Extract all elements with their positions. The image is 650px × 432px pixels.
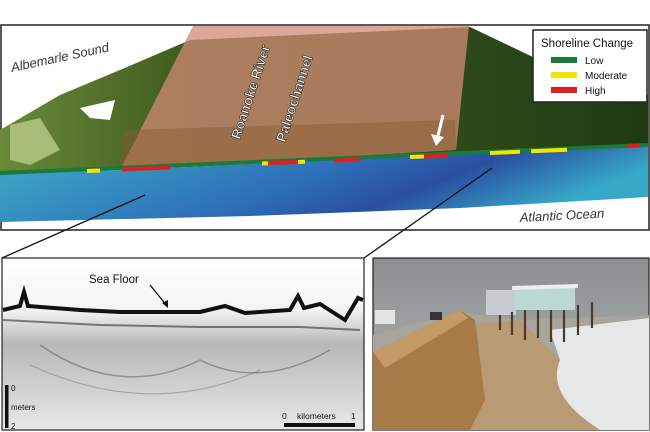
seismic-profile-panel: Sea Floor 0 meters 2 0 kilometers 1 [1,257,365,431]
house-1 [486,290,516,315]
atlantic-ocean-label: Atlantic Ocean [518,206,604,225]
distance-unit-label: kilometers [297,411,336,421]
erosion-photo [372,257,650,431]
legend-swatch-high [551,87,577,93]
distance-scale-bar [284,423,355,427]
beach [462,320,600,430]
shoreline-change-line [0,143,649,175]
distance-end-label: 1 [351,411,356,421]
legend-label-high: High [585,86,606,97]
ocean-bathymetry [0,146,648,222]
depth-unit-label: meters [11,403,35,412]
surf [550,318,649,430]
depth-top-label: 0 [11,384,16,393]
sea-floor-label: Sea Floor [89,274,139,286]
connector-line-left [1,194,146,259]
sea-floor-reflector [2,284,364,323]
distance-start-label: 0 [282,411,287,421]
house-2 [515,286,575,310]
truck [375,310,395,324]
depth-scale-bar [5,385,9,428]
legend-swatch-low [551,57,577,63]
paleochannel-overlay [120,26,469,170]
legend-label-moderate: Moderate [585,71,628,82]
legend-title: Shoreline Change [541,38,633,50]
legend-swatch-moderate [551,72,577,78]
legend: Shoreline Change Low Moderate High [532,29,648,103]
depth-bottom-label: 2 [11,422,16,431]
connector-line-right [363,167,493,259]
legend-label-low: Low [585,56,604,67]
